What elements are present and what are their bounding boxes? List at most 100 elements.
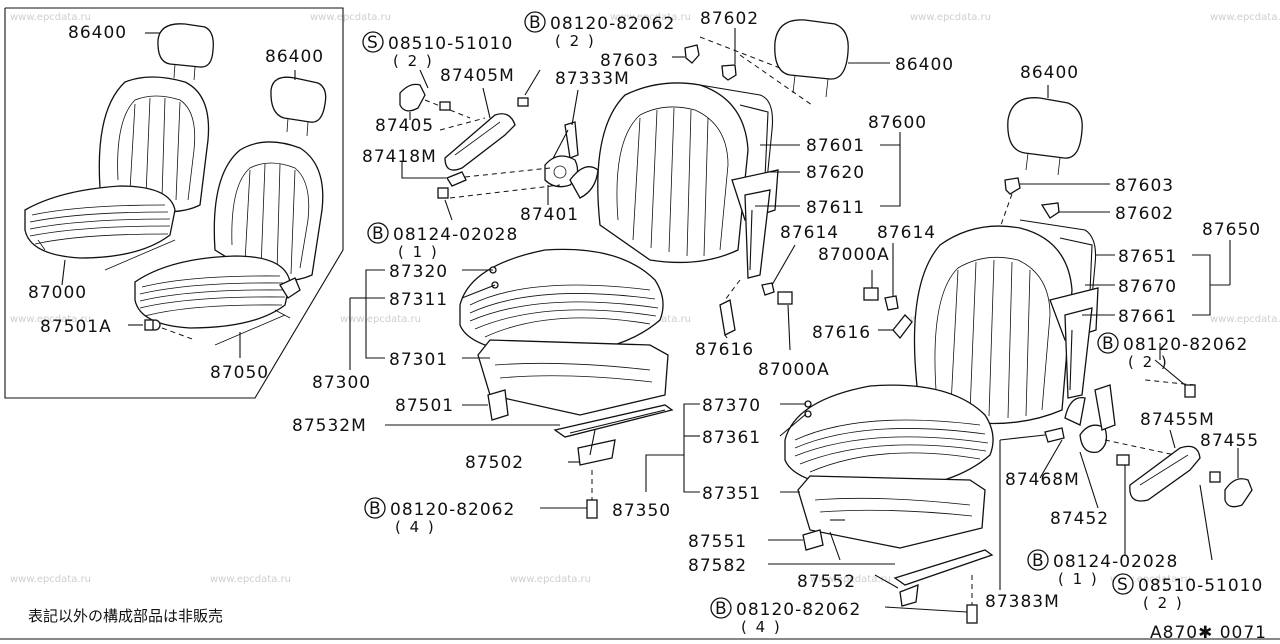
label-bolt-right[interactable]: 08120-82062	[1123, 335, 1248, 355]
clip-87603-top[interactable]	[684, 44, 700, 64]
label-87333m[interactable]: 87333M	[555, 69, 630, 89]
label-87651[interactable]: 87651	[1118, 247, 1177, 267]
cushion-87370[interactable]	[784, 384, 994, 491]
bolt-bottom-left[interactable]	[586, 470, 598, 519]
label-87582[interactable]: 87582	[688, 556, 747, 576]
label-87455[interactable]: 87455	[1200, 431, 1259, 451]
label-87350[interactable]: 87350	[612, 501, 671, 521]
bracket-87616-left[interactable]	[719, 299, 736, 336]
rail-87502[interactable]	[577, 429, 616, 466]
bolt-87000a-right[interactable]	[863, 287, 879, 301]
seatback-frame-right[interactable]	[1019, 219, 1099, 399]
inset-headrest-right[interactable]	[270, 76, 327, 137]
label-87602-right[interactable]: 87602	[1115, 204, 1174, 224]
label-87602-top[interactable]: 87602	[700, 9, 759, 29]
label-87551[interactable]: 87551	[688, 532, 747, 552]
label-86400-center[interactable]: 86400	[895, 55, 954, 75]
label-87620[interactable]: 87620	[806, 163, 865, 183]
cushion-87320[interactable]	[459, 248, 664, 356]
label-bolt-right2[interactable]: 08124-02028	[1053, 552, 1178, 572]
cushion-87351-frame[interactable]	[797, 475, 986, 549]
label-87370[interactable]: 87370	[702, 396, 761, 416]
plate-87333m[interactable]	[569, 166, 599, 199]
label-bolt-mid[interactable]: 08124-02028	[393, 225, 518, 245]
label-87603-right[interactable]: 87603	[1115, 176, 1174, 196]
label-87455m[interactable]: 87455M	[1140, 410, 1215, 430]
clip-87602-top[interactable]	[721, 64, 737, 81]
label-bolt-bot2[interactable]: 08120-82062	[736, 600, 861, 620]
cover-87455m[interactable]	[1129, 445, 1201, 502]
inset-label-headrest-left[interactable]: 86400	[68, 23, 127, 43]
bolt-87405-top[interactable]	[439, 101, 451, 111]
bolt-bottom-right[interactable]	[966, 575, 978, 624]
bolt-87000a-left[interactable]	[777, 291, 793, 305]
inset-label-seat-driver[interactable]: 87000	[28, 283, 87, 303]
cover-87405m[interactable]	[444, 113, 516, 171]
lever-87468m[interactable]	[1044, 397, 1086, 443]
knob-87418m[interactable]	[446, 171, 467, 187]
bracket-87616-right[interactable]	[892, 314, 913, 340]
screw-right[interactable]	[1209, 471, 1221, 483]
rail-87532m[interactable]	[553, 404, 674, 438]
inset-label-headrest-right[interactable]: 86400	[265, 47, 324, 67]
label-87418m[interactable]: 87418M	[362, 147, 437, 167]
label-87405m[interactable]: 87405M	[440, 66, 515, 86]
inset-label-seat-passenger[interactable]: 87050	[210, 363, 269, 383]
slide-87551[interactable]	[802, 519, 845, 551]
label-87614-left[interactable]: 87614	[780, 223, 839, 243]
inset-headrest-left[interactable]	[157, 23, 214, 81]
inset-seat-passenger[interactable]	[134, 141, 324, 346]
seatback-frame-center[interactable]	[699, 84, 779, 279]
label-87611[interactable]: 87611	[806, 198, 865, 218]
cover-87455[interactable]	[1224, 478, 1253, 508]
cushion-87301-frame[interactable]	[477, 339, 669, 416]
headrest-right-main[interactable]	[1007, 97, 1083, 176]
label-87601[interactable]: 87601	[806, 136, 865, 156]
label-87401[interactable]: 87401	[520, 205, 579, 225]
cover-87405[interactable]	[399, 83, 426, 112]
clip-87614-left[interactable]	[761, 282, 775, 296]
bolt-left-recliner[interactable]	[517, 69, 541, 107]
label-screw-right[interactable]: 08510-51010	[1138, 576, 1263, 596]
label-screw-top[interactable]: 08510-51010	[388, 34, 513, 54]
label-87532m[interactable]: 87532M	[292, 416, 367, 436]
label-87300[interactable]: 87300	[312, 373, 371, 393]
bolt-right-08124[interactable]	[1116, 454, 1130, 466]
seatback-right[interactable]	[913, 225, 1073, 425]
label-87320[interactable]: 87320	[389, 262, 448, 282]
label-87650[interactable]: 87650	[1202, 220, 1261, 240]
inset-label-seat-bolt[interactable]: 87501A	[40, 317, 112, 337]
label-87501[interactable]: 87501	[395, 396, 454, 416]
label-86400-right[interactable]: 86400	[1020, 63, 1079, 83]
label-87452[interactable]: 87452	[1050, 509, 1109, 529]
label-87600[interactable]: 87600	[868, 113, 927, 133]
bolt-right-recliner[interactable]	[1144, 379, 1196, 398]
inset-bolt-87501a[interactable]	[144, 319, 196, 341]
label-bolt-bot[interactable]: 08120-82062	[390, 500, 515, 520]
clip-87614-right[interactable]	[884, 295, 899, 311]
label-87468m[interactable]: 87468M	[1005, 470, 1080, 490]
label-87552[interactable]: 87552	[797, 572, 856, 592]
label-87502[interactable]: 87502	[465, 453, 524, 473]
label-87000a-left[interactable]: 87000A	[758, 360, 830, 380]
label-87383m[interactable]: 87383M	[985, 592, 1060, 612]
slide-87582[interactable]	[829, 531, 841, 561]
label-87616-right[interactable]: 87616	[812, 323, 871, 343]
headrest-center[interactable]	[774, 19, 849, 98]
label-87661[interactable]: 87661	[1118, 307, 1177, 327]
label-87301[interactable]: 87301	[389, 350, 448, 370]
recliner-87452[interactable]	[1079, 384, 1116, 454]
label-bolt-top[interactable]: 08120-82062	[550, 14, 675, 34]
label-87614-right[interactable]: 87614	[877, 223, 936, 243]
slide-87501[interactable]	[487, 389, 509, 421]
label-87616-left[interactable]: 87616	[695, 340, 754, 360]
rail-87383m[interactable]	[893, 549, 994, 607]
inset-seat-driver[interactable]	[24, 76, 210, 271]
seatback-center[interactable]	[597, 82, 749, 264]
clip-87603-right[interactable]	[1004, 177, 1021, 195]
clip-87602-right[interactable]	[1040, 202, 1060, 219]
label-87000a-right[interactable]: 87000A	[818, 245, 890, 265]
label-87670[interactable]: 87670	[1118, 277, 1177, 297]
label-87351[interactable]: 87351	[702, 484, 761, 504]
label-87361[interactable]: 87361	[702, 428, 761, 448]
